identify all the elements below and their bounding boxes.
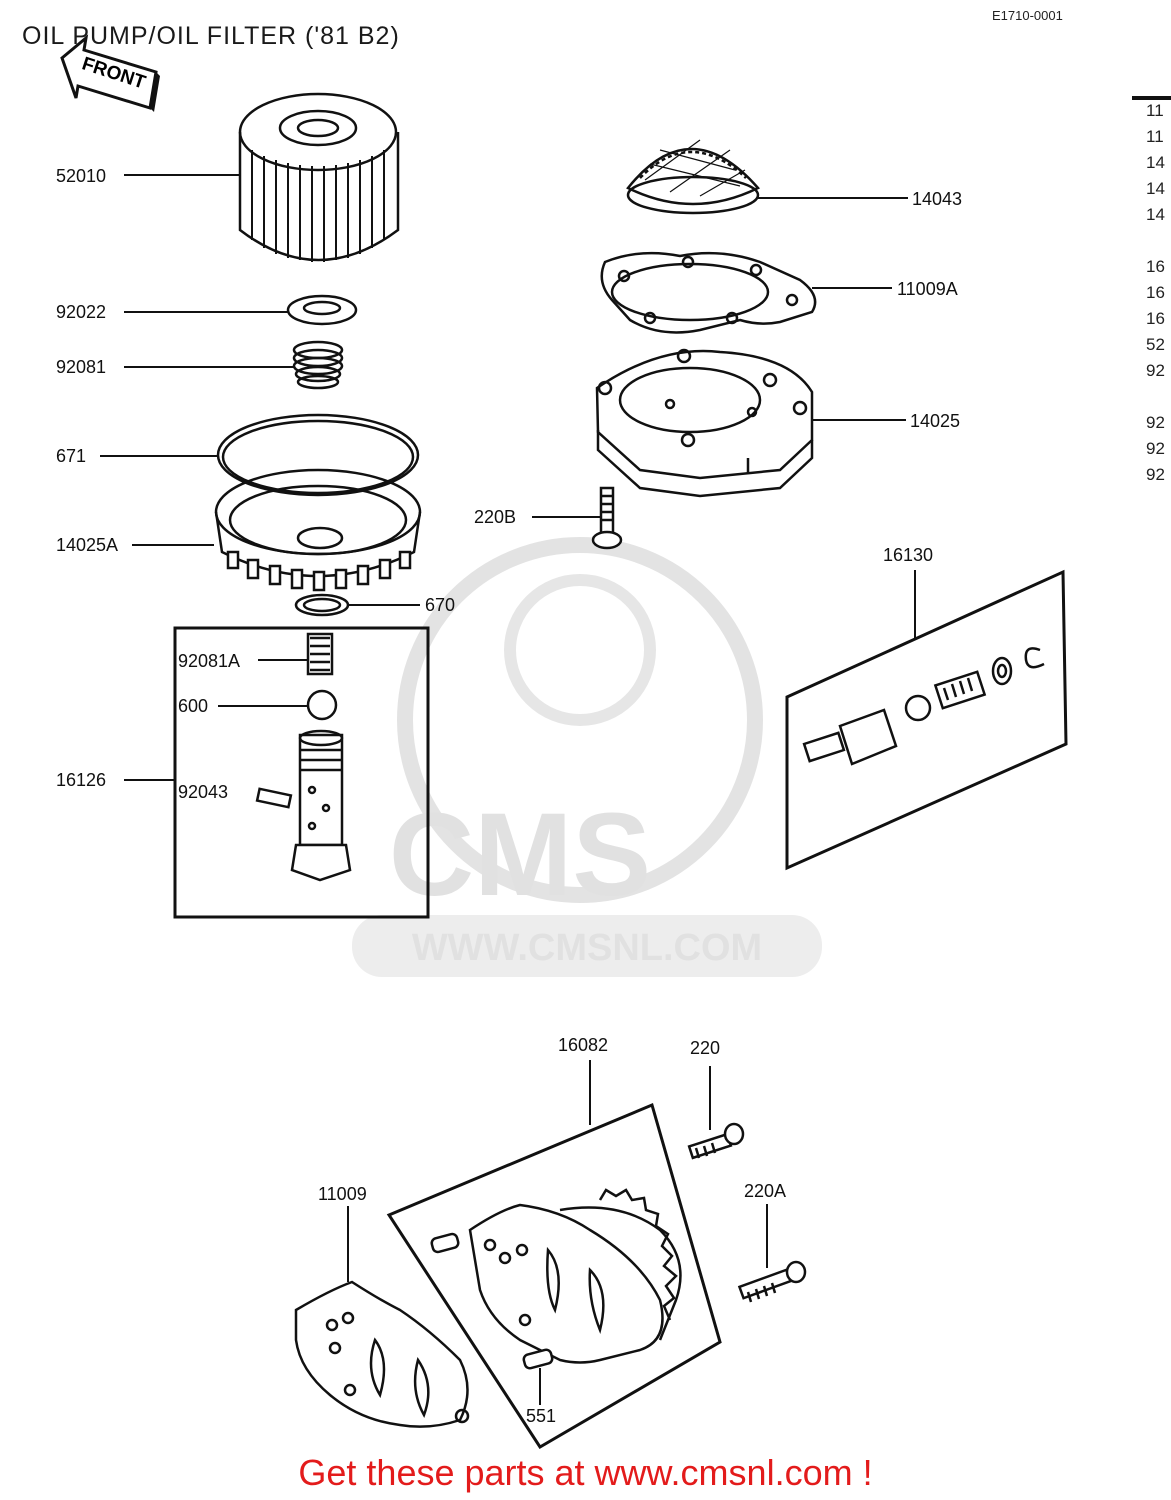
gasket-11009A xyxy=(600,251,817,334)
edge-list-item: 92 xyxy=(1146,439,1165,458)
watermark-brand: CMS xyxy=(389,789,651,921)
part-label: 220A xyxy=(744,1181,786,1201)
oil-screen-14043 xyxy=(626,139,761,215)
part-label: 14025 xyxy=(910,411,960,431)
watermark: CMS WWW.CMSNL.COM xyxy=(352,537,822,977)
bypass-valve-parts xyxy=(802,647,1045,766)
o-ring-671 xyxy=(216,413,420,497)
edge-list-item: 92 xyxy=(1146,465,1165,484)
edge-list-item: 16 xyxy=(1146,257,1165,276)
oil-pump-assembly-frame xyxy=(386,1102,722,1450)
part-label: 92022 xyxy=(56,302,106,322)
screw-220B xyxy=(591,486,623,550)
gasket-11009 xyxy=(294,1280,470,1428)
oil-filter-element xyxy=(238,92,400,262)
part-label: 14025A xyxy=(56,535,118,555)
edge-list-item: 16 xyxy=(1146,283,1165,302)
relief-valve-kit-frame xyxy=(173,626,430,919)
part-label: 671 xyxy=(56,446,86,466)
edge-list-item: 92 xyxy=(1146,361,1165,380)
edge-list-item: 14 xyxy=(1146,205,1165,224)
part-label: 551 xyxy=(526,1406,556,1426)
watermark-url-pill xyxy=(352,915,822,977)
part-label: 600 xyxy=(178,696,208,716)
watermark-mascot-head xyxy=(504,574,656,726)
edge-list-item: 14 xyxy=(1146,179,1165,198)
part-label: 220 xyxy=(690,1038,720,1058)
oil-pump-body xyxy=(430,1188,682,1370)
part-label: 220B xyxy=(474,507,516,527)
watermark-url: WWW.CMSNL.COM xyxy=(412,927,762,969)
edge-list-item: 16 xyxy=(1146,309,1165,328)
part-label: 16126 xyxy=(56,770,106,790)
front-arrow: FRONT xyxy=(60,34,160,112)
o-ring-670 xyxy=(294,593,350,617)
edge-list-item: 11 xyxy=(1146,127,1164,146)
part-label: 92081 xyxy=(56,357,106,377)
bypass-valve-kit-frame xyxy=(785,569,1068,871)
edge-part-list: 11 11 14 14 14 16 16 16 52 92 92 92 92 xyxy=(1146,98,1165,488)
filter-cover-14025A xyxy=(214,468,422,592)
diagram-code: E1710-0001 xyxy=(992,8,1063,23)
washer-92022 xyxy=(286,294,358,326)
edge-list-item: 52 xyxy=(1146,335,1165,354)
relief-valve-parts xyxy=(255,632,352,882)
bolt-220 xyxy=(687,1122,745,1160)
list-divider xyxy=(1132,96,1171,100)
footer-cta[interactable]: Get these parts at www.cmsnl.com ! xyxy=(298,1452,873,1493)
part-labels: 52010 92022 92081 671 14025A 670 92081A … xyxy=(56,166,962,1426)
bolt-220A xyxy=(737,1260,807,1303)
part-label: 52010 xyxy=(56,166,106,186)
part-label: 670 xyxy=(425,595,455,615)
leader-lines xyxy=(100,174,916,1405)
part-label: 16130 xyxy=(883,545,933,565)
part-label: 11009 xyxy=(318,1184,367,1204)
part-label: 92081A xyxy=(178,651,240,671)
part-label: 92043 xyxy=(178,782,228,802)
watermark-mascot-outline xyxy=(397,537,763,903)
part-label: 16082 xyxy=(558,1035,608,1055)
part-label: 14043 xyxy=(912,189,962,209)
part-label: 11009A xyxy=(897,279,958,299)
edge-list-item: 11 xyxy=(1146,101,1164,120)
pump-cover-14025 xyxy=(595,348,814,498)
spring-92081 xyxy=(292,340,344,390)
edge-list-item: 92 xyxy=(1146,413,1165,432)
edge-list-item: 14 xyxy=(1146,153,1165,172)
